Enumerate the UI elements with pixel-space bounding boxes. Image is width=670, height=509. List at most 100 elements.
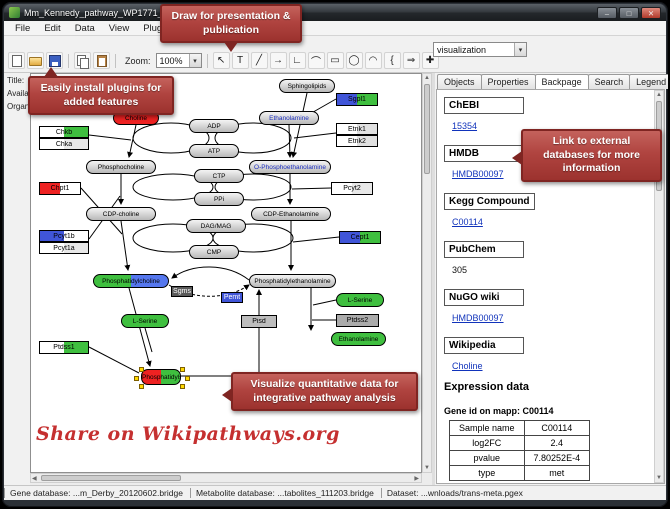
scrollbar-thumb[interactable] bbox=[41, 475, 181, 481]
pathway-node-pisd[interactable]: Pisd bbox=[241, 315, 277, 328]
selection-handle[interactable] bbox=[139, 384, 144, 389]
pathway-node-sgpl1[interactable]: Sgpl1 bbox=[336, 93, 378, 106]
pathway-node-chkb[interactable]: Chkb bbox=[39, 126, 89, 138]
scroll-down-icon[interactable]: ▼ bbox=[424, 465, 430, 471]
pathway-node-ptdss2[interactable]: Ptdss2 bbox=[336, 314, 379, 327]
scrollbar-thumb[interactable] bbox=[424, 84, 430, 174]
arc-tool-icon[interactable]: ◠ bbox=[364, 52, 382, 69]
open-folder-icon[interactable] bbox=[27, 52, 44, 69]
table-cell: 7.80252E-4 bbox=[523, 450, 591, 466]
pathway-node-etnk2[interactable]: Etnk2 bbox=[336, 135, 378, 147]
visualization-select[interactable]: visualization ▾ bbox=[433, 42, 527, 57]
copy-icon[interactable] bbox=[74, 52, 91, 69]
pathway-node-phosphatidylethanolamine[interactable]: Phosphatidylethanolamine bbox=[249, 274, 336, 288]
pathway-node-pcyt2[interactable]: Pcyt2 bbox=[331, 182, 373, 195]
pathway-node-phosphatidylserine[interactable]: Phosphatidylserine bbox=[134, 367, 190, 389]
menu-view[interactable]: View bbox=[108, 22, 130, 34]
pathway-node-ptdss1[interactable]: Ptdss1 bbox=[39, 341, 89, 354]
pathway-node-cept1[interactable]: Cept1 bbox=[339, 231, 381, 244]
pathway-node-ppi[interactable]: PPi bbox=[194, 192, 244, 206]
pathway-node-ethanolamine[interactable]: Ethanolamine bbox=[259, 111, 319, 125]
callout-arrow bbox=[222, 388, 232, 402]
pathway-node-sphingolipids[interactable]: Sphingolipids bbox=[279, 79, 335, 93]
pathway-node-chka[interactable]: Chka bbox=[39, 138, 89, 150]
pathway-node-pemt[interactable]: Pemt bbox=[221, 292, 243, 303]
menu-plugins[interactable]: Plugins bbox=[143, 22, 175, 34]
canvas-vertical-scrollbar[interactable]: ▲ ▼ bbox=[422, 73, 432, 473]
backpage-section-nugo: NuGO wiki HMDB00097 bbox=[437, 282, 653, 323]
selection-handle[interactable] bbox=[180, 384, 185, 389]
selection-handle[interactable] bbox=[180, 367, 185, 372]
pathway-node-l-serine[interactable]: L-Serine bbox=[121, 314, 169, 328]
pathway-node-ethanolamine[interactable]: Ethanolamine bbox=[331, 332, 386, 346]
selection-handle[interactable] bbox=[185, 376, 190, 381]
canvas-horizontal-scrollbar[interactable]: ◀ ▶ bbox=[30, 473, 422, 483]
pathway-node-adp[interactable]: ADP bbox=[189, 119, 239, 133]
backpage-section-header: ChEBI bbox=[444, 97, 524, 114]
rectangle-tool-icon[interactable]: ▭ bbox=[326, 52, 344, 69]
nugo-link[interactable]: HMDB00097 bbox=[452, 313, 504, 323]
status-gene-database: Gene database: ...m_Derby_20120602.bridg… bbox=[4, 488, 190, 498]
minimize-button[interactable]: – bbox=[597, 6, 617, 19]
pathway-node-phosphatidylcholine[interactable]: Phosphatidylcholine bbox=[93, 274, 169, 288]
tab-backpage[interactable]: Backpage bbox=[534, 74, 589, 89]
pathway-node-atp[interactable]: ATP bbox=[189, 144, 239, 158]
tab-legend[interactable]: Legend bbox=[629, 74, 668, 89]
title-bar[interactable]: Mm_Kennedy_pathway_WP1771_45176.gpml – □… bbox=[4, 4, 666, 21]
pathway-node-phosphocholine[interactable]: Phosphocholine bbox=[86, 160, 156, 174]
tab-search[interactable]: Search bbox=[587, 74, 631, 89]
wikipedia-link[interactable]: Choline bbox=[452, 361, 483, 371]
scroll-up-icon[interactable]: ▲ bbox=[656, 92, 662, 98]
callout-text: Draw for presentation & publication bbox=[171, 10, 291, 36]
elbow-connector-icon[interactable]: ∟ bbox=[288, 52, 306, 69]
select-pointer-icon[interactable]: ↖ bbox=[212, 52, 230, 69]
pathway-node-etnk1[interactable]: Etnk1 bbox=[336, 123, 378, 135]
zoom-select[interactable]: 100% ▾ bbox=[155, 53, 202, 68]
backpage-section-header: PubChem bbox=[444, 241, 524, 258]
scroll-left-icon[interactable]: ◀ bbox=[32, 476, 37, 482]
tab-properties[interactable]: Properties bbox=[480, 74, 536, 89]
toolbar-separator bbox=[115, 53, 116, 68]
maximize-button[interactable]: □ bbox=[619, 6, 639, 19]
interaction-tool-icon[interactable]: ⇒ bbox=[402, 52, 420, 69]
curve-connector-icon[interactable]: ⌒ bbox=[307, 52, 325, 69]
pathway-node-o-phosphoethanolamine[interactable]: O-Phosphoethanolamine bbox=[249, 160, 331, 174]
brace-tool-icon[interactable]: { bbox=[383, 52, 401, 69]
scroll-right-icon[interactable]: ▶ bbox=[414, 476, 419, 482]
callout-text: Link to external databases for more info… bbox=[543, 135, 640, 175]
label-tool-icon[interactable]: T bbox=[231, 52, 249, 69]
ellipse-tool-icon[interactable]: ◯ bbox=[345, 52, 363, 69]
chebi-link[interactable]: 15354 bbox=[452, 121, 478, 131]
toolbar-separator bbox=[68, 53, 69, 68]
scroll-down-icon[interactable]: ▼ bbox=[656, 475, 662, 481]
pathway-node-sgms[interactable]: Sgms bbox=[171, 286, 193, 297]
line-tool-icon[interactable]: ╱ bbox=[250, 52, 268, 69]
save-icon[interactable] bbox=[46, 52, 63, 69]
menu-data[interactable]: Data bbox=[74, 22, 95, 34]
pathway-node-cdp-ethanolamine[interactable]: CDP-Ethanolamine bbox=[251, 207, 331, 221]
paste-icon[interactable] bbox=[93, 52, 110, 69]
hmdb-link[interactable]: HMDB00097 bbox=[452, 169, 504, 179]
pathway-node-ctp[interactable]: CTP bbox=[194, 169, 244, 183]
menu-edit[interactable]: Edit bbox=[44, 22, 61, 34]
scroll-up-icon[interactable]: ▲ bbox=[424, 75, 430, 81]
pathway-node-pcyt1b[interactable]: Pcyt1b bbox=[39, 230, 89, 242]
pathway-node-cmp[interactable]: CMP bbox=[189, 245, 239, 259]
status-metabolite-database: Metabolite database: ...tabolites_111203… bbox=[189, 488, 381, 498]
arrow-tool-icon[interactable]: → bbox=[269, 52, 287, 69]
toolbar-separator bbox=[206, 53, 208, 68]
tab-objects[interactable]: Objects bbox=[437, 74, 482, 89]
close-button[interactable]: ✕ bbox=[641, 6, 661, 19]
menu-file[interactable]: File bbox=[15, 22, 31, 34]
selection-handle[interactable] bbox=[139, 367, 144, 372]
pathway-node-dag-mag[interactable]: DAG/MAG bbox=[186, 219, 246, 233]
pathway-node-chpt1[interactable]: Chpt1 bbox=[39, 182, 81, 195]
kegg-link[interactable]: C00114 bbox=[452, 217, 483, 227]
new-file-icon[interactable] bbox=[8, 52, 25, 69]
pathway-node-l-serine[interactable]: L-Serine bbox=[336, 293, 384, 307]
pathway-node-pcyt1a[interactable]: Pcyt1a bbox=[39, 242, 89, 254]
panel-splitter[interactable] bbox=[432, 73, 435, 485]
pathway-node-cdp-choline[interactable]: CDP-choline bbox=[86, 207, 156, 221]
selection-handle[interactable] bbox=[134, 376, 139, 381]
